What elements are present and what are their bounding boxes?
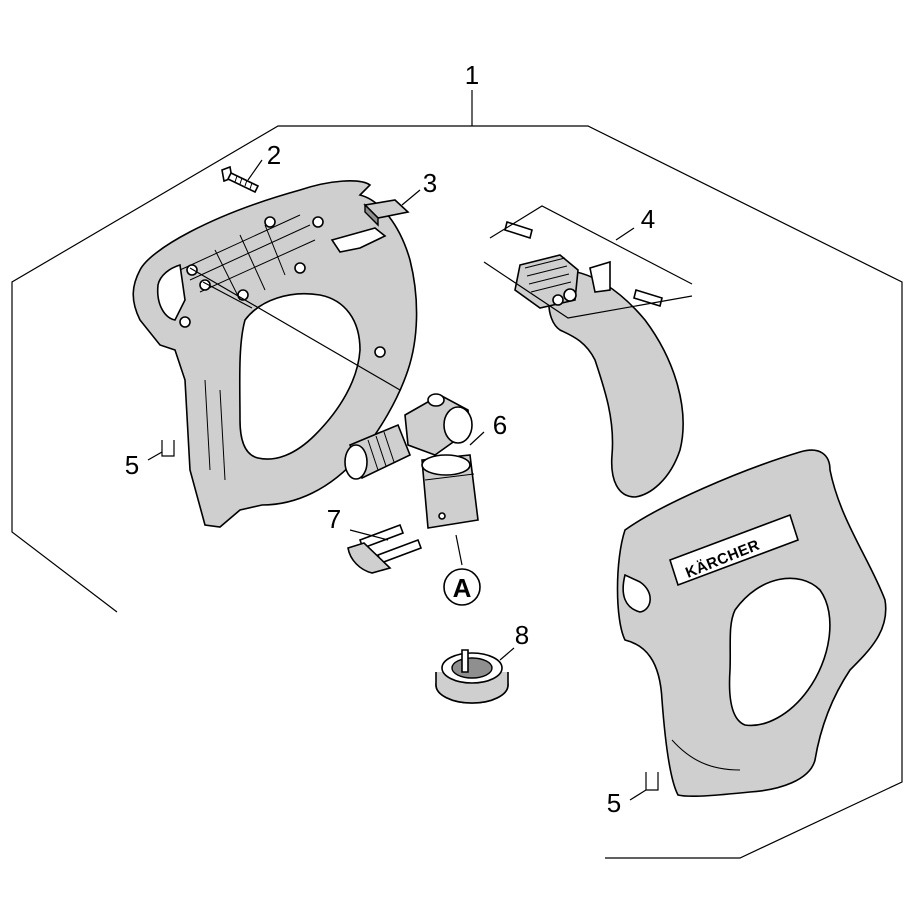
- callout-6: 6: [493, 410, 507, 440]
- left-handle-shell: [132, 180, 418, 528]
- elbow-fitting: [344, 393, 479, 529]
- leader-8: [499, 647, 515, 661]
- leader-left-to-6: [189, 267, 401, 391]
- right-handle-shell: KÄRCHER: [616, 449, 887, 798]
- leader-4: [615, 227, 635, 241]
- callout-3: 3: [423, 168, 437, 198]
- leader-left-inner: [202, 281, 253, 309]
- callout-7: 7: [327, 504, 341, 534]
- leader-2: [247, 159, 263, 181]
- assembly-outline: [11, 125, 903, 859]
- retaining-clip: [347, 523, 423, 574]
- reference-label: A: [453, 573, 472, 603]
- leader-5-right: [629, 789, 647, 801]
- screw: [221, 165, 260, 194]
- trigger-assembly: [514, 254, 684, 498]
- leader-6: [469, 431, 485, 446]
- callout-8: 8: [515, 620, 529, 650]
- callout-2: 2: [267, 140, 281, 170]
- callout-1: 1: [465, 60, 479, 90]
- leader-3: [401, 189, 421, 206]
- pin-upper: [504, 220, 533, 240]
- bracket-5-right: [645, 772, 659, 791]
- leader-4-bracket-bottom: [483, 261, 693, 319]
- bracket-5-left: [161, 440, 175, 457]
- callout-5-right: 5: [607, 788, 621, 818]
- callout-5-left: 5: [125, 450, 139, 480]
- trigger-lock: [330, 199, 410, 253]
- leader-7: [349, 529, 389, 541]
- leader-5-left: [147, 451, 163, 461]
- callout-4: 4: [641, 204, 655, 234]
- leader-4-bracket-top: [489, 205, 693, 285]
- ring-nut: [435, 649, 509, 704]
- leader-A: [455, 534, 463, 566]
- reference-circle: [443, 568, 481, 606]
